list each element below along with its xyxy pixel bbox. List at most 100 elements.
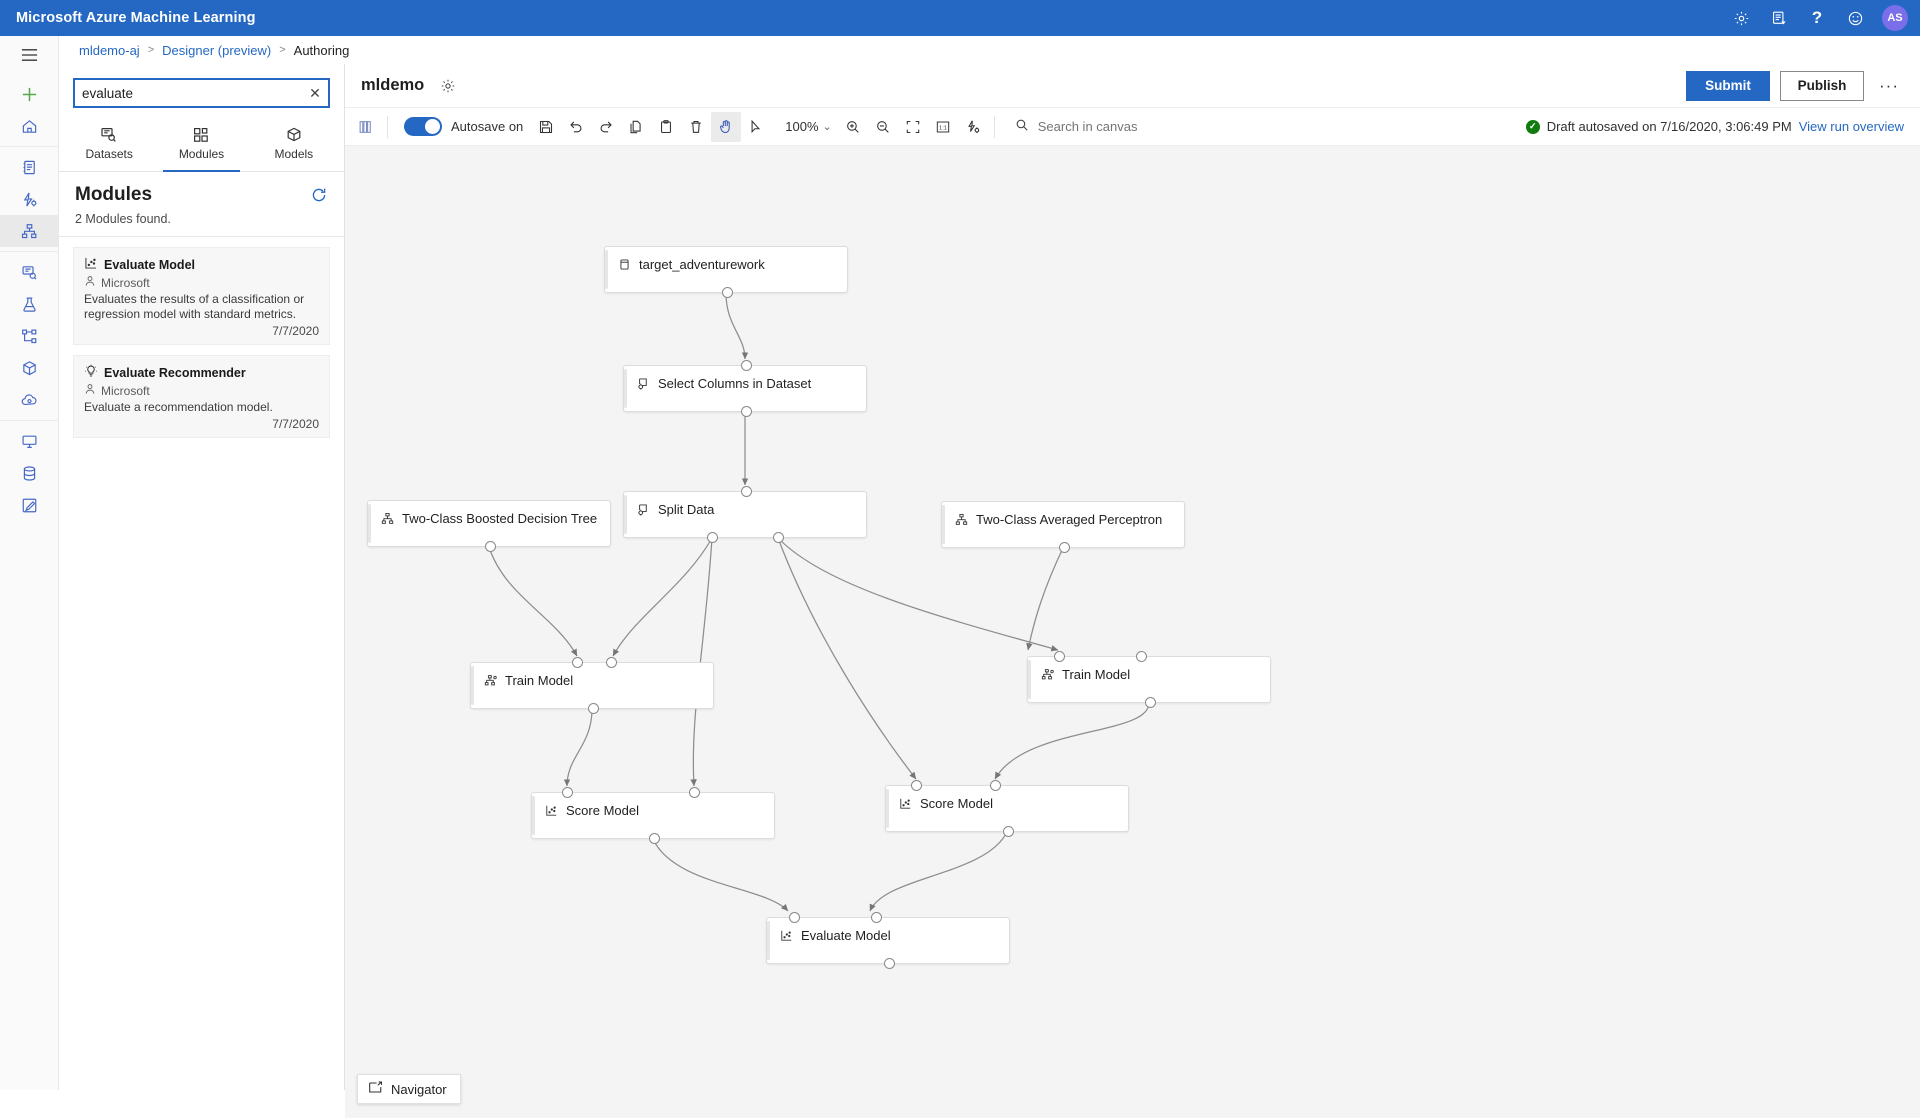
node-two-class-boosted-decision-tree[interactable]: Two-Class Boosted Decision Tree	[367, 500, 611, 552]
module-name: Evaluate Model	[104, 257, 195, 272]
automated-ml-icon[interactable]	[0, 183, 58, 215]
new-icon[interactable]	[0, 78, 58, 110]
node-output-port[interactable]	[1144, 697, 1156, 708]
module-name: Evaluate Recommender	[104, 365, 246, 380]
datasets-icon[interactable]	[0, 256, 58, 288]
node-train-model-right[interactable]: Train Model	[1027, 651, 1271, 708]
node-score-model-left[interactable]: Score Model	[531, 787, 775, 844]
zoom-to-fit-icon[interactable]	[898, 112, 928, 142]
pipeline-canvas[interactable]: target_adventurework Select Columns in D…	[345, 146, 1920, 1118]
node-input-port[interactable]	[740, 486, 752, 497]
node-evaluate-model[interactable]: Evaluate Model	[766, 912, 1010, 969]
node-score-model-right[interactable]: Score Model	[885, 780, 1129, 837]
gear-icon[interactable]	[440, 78, 456, 94]
experiments-icon[interactable]	[0, 288, 58, 320]
tab-models[interactable]: Models	[248, 116, 340, 171]
node-label: Two-Class Averaged Perceptron	[976, 512, 1163, 527]
node-input-port-2[interactable]	[606, 657, 617, 668]
app-header: Microsoft Azure Machine Learning ?	[0, 0, 1920, 36]
labeling-icon[interactable]	[0, 489, 58, 521]
search-box[interactable]: ✕	[73, 78, 330, 108]
node-output-port[interactable]	[587, 703, 599, 714]
more-options-button[interactable]: ···	[1879, 75, 1899, 95]
pipelines-icon[interactable]	[0, 320, 58, 352]
node-output-port[interactable]	[883, 958, 895, 969]
publish-button[interactable]: Publish	[1780, 70, 1864, 101]
node-input-port-1[interactable]	[911, 780, 922, 791]
module-date: 7/7/2020	[272, 417, 319, 431]
feedback-icon[interactable]	[1762, 0, 1796, 36]
select-cursor-icon[interactable]	[741, 112, 771, 142]
refresh-icon[interactable]	[310, 186, 328, 204]
zoom-level-dropdown[interactable]: 100% ⌄	[785, 119, 831, 134]
node-input-port-1[interactable]	[572, 657, 583, 668]
node-output-port[interactable]	[484, 541, 496, 552]
copy-icon[interactable]	[621, 112, 651, 142]
toolbar-divider-2	[993, 115, 995, 138]
pan-hand-icon[interactable]	[711, 111, 742, 142]
breadcrumb-workspace[interactable]: mldemo-aj	[79, 42, 140, 58]
node-two-class-averaged-perceptron[interactable]: Two-Class Averaged Perceptron	[941, 501, 1185, 553]
node-input-port-2[interactable]	[990, 780, 1001, 791]
node-input-port-2[interactable]	[689, 787, 700, 798]
node-output-port[interactable]	[648, 833, 660, 844]
zoom-in-icon[interactable]	[838, 112, 868, 142]
tab-modules[interactable]: Modules	[155, 116, 247, 172]
train-model-icon	[1041, 668, 1054, 681]
node-label: Train Model	[1062, 667, 1131, 682]
auto-layout-icon[interactable]	[958, 112, 988, 142]
compute-icon[interactable]	[0, 425, 58, 457]
search-input[interactable]	[75, 85, 302, 101]
node-input-port-1[interactable]	[1054, 651, 1065, 662]
node-output-port-1[interactable]	[707, 532, 718, 543]
menu-icon[interactable]	[0, 36, 58, 74]
node-label: Train Model	[505, 673, 574, 688]
tab-datasets[interactable]: Datasets	[63, 116, 155, 171]
node-input-port-2[interactable]	[871, 912, 882, 923]
endpoints-icon[interactable]	[0, 384, 58, 416]
submit-button[interactable]: Submit	[1686, 70, 1770, 101]
paste-icon[interactable]	[651, 112, 681, 142]
node-output-port[interactable]	[740, 406, 752, 417]
delete-icon[interactable]	[681, 112, 711, 142]
datastores-icon[interactable]	[0, 457, 58, 489]
module-card-evaluate-recommender[interactable]: Evaluate Recommender Microsoft Evaluate …	[73, 355, 330, 438]
node-input-port[interactable]	[740, 360, 752, 371]
node-target-adventurework[interactable]: target_adventurework	[604, 246, 848, 298]
zoom-out-icon[interactable]	[868, 112, 898, 142]
chevron-down-icon: ⌄	[822, 121, 832, 133]
module-card-evaluate-model[interactable]: Evaluate Model Microsoft Evaluates the r…	[73, 247, 330, 345]
canvas-search-box[interactable]	[1015, 118, 1275, 135]
node-train-model-left[interactable]: Train Model	[470, 657, 714, 714]
avatar[interactable]: AS	[1882, 5, 1908, 31]
node-input-port-2[interactable]	[1136, 651, 1147, 662]
breadcrumb-designer[interactable]: Designer (preview)	[162, 42, 272, 58]
node-output-port[interactable]	[1058, 542, 1070, 553]
node-output-port[interactable]	[721, 287, 733, 298]
autosave-toggle[interactable]	[404, 117, 442, 136]
smiley-feedback-icon[interactable]	[1838, 0, 1872, 36]
redo-icon[interactable]	[591, 112, 621, 142]
notebooks-icon[interactable]	[0, 151, 58, 183]
node-input-port-1[interactable]	[562, 787, 573, 798]
settings-gear-icon[interactable]	[1724, 0, 1758, 36]
help-icon[interactable]: ?	[1800, 0, 1834, 36]
navigator-button[interactable]: Navigator	[357, 1074, 461, 1104]
node-label-row: Train Model	[471, 663, 713, 688]
node-split-data[interactable]: Split Data	[623, 486, 867, 543]
canvas-search-input[interactable]	[1035, 118, 1275, 135]
node-output-port[interactable]	[1002, 826, 1014, 837]
node-input-port-1[interactable]	[789, 912, 800, 923]
undo-icon[interactable]	[561, 112, 591, 142]
designer-icon[interactable]	[0, 215, 58, 247]
node-output-port-2[interactable]	[773, 532, 784, 543]
node-select-columns-in-dataset[interactable]: Select Columns in Dataset	[623, 360, 867, 417]
save-icon[interactable]	[531, 112, 561, 142]
clear-search-icon[interactable]: ✕	[309, 84, 321, 101]
view-run-overview-link[interactable]: View run overview	[1798, 119, 1904, 134]
actual-size-icon[interactable]: 1:1	[928, 112, 958, 142]
models-icon[interactable]	[0, 352, 58, 384]
home-icon[interactable]	[0, 110, 58, 142]
toggle-panel-icon[interactable]	[351, 112, 381, 142]
autosave-status-text: Draft autosaved on 7/16/2020, 3:06:49 PM	[1546, 119, 1792, 134]
